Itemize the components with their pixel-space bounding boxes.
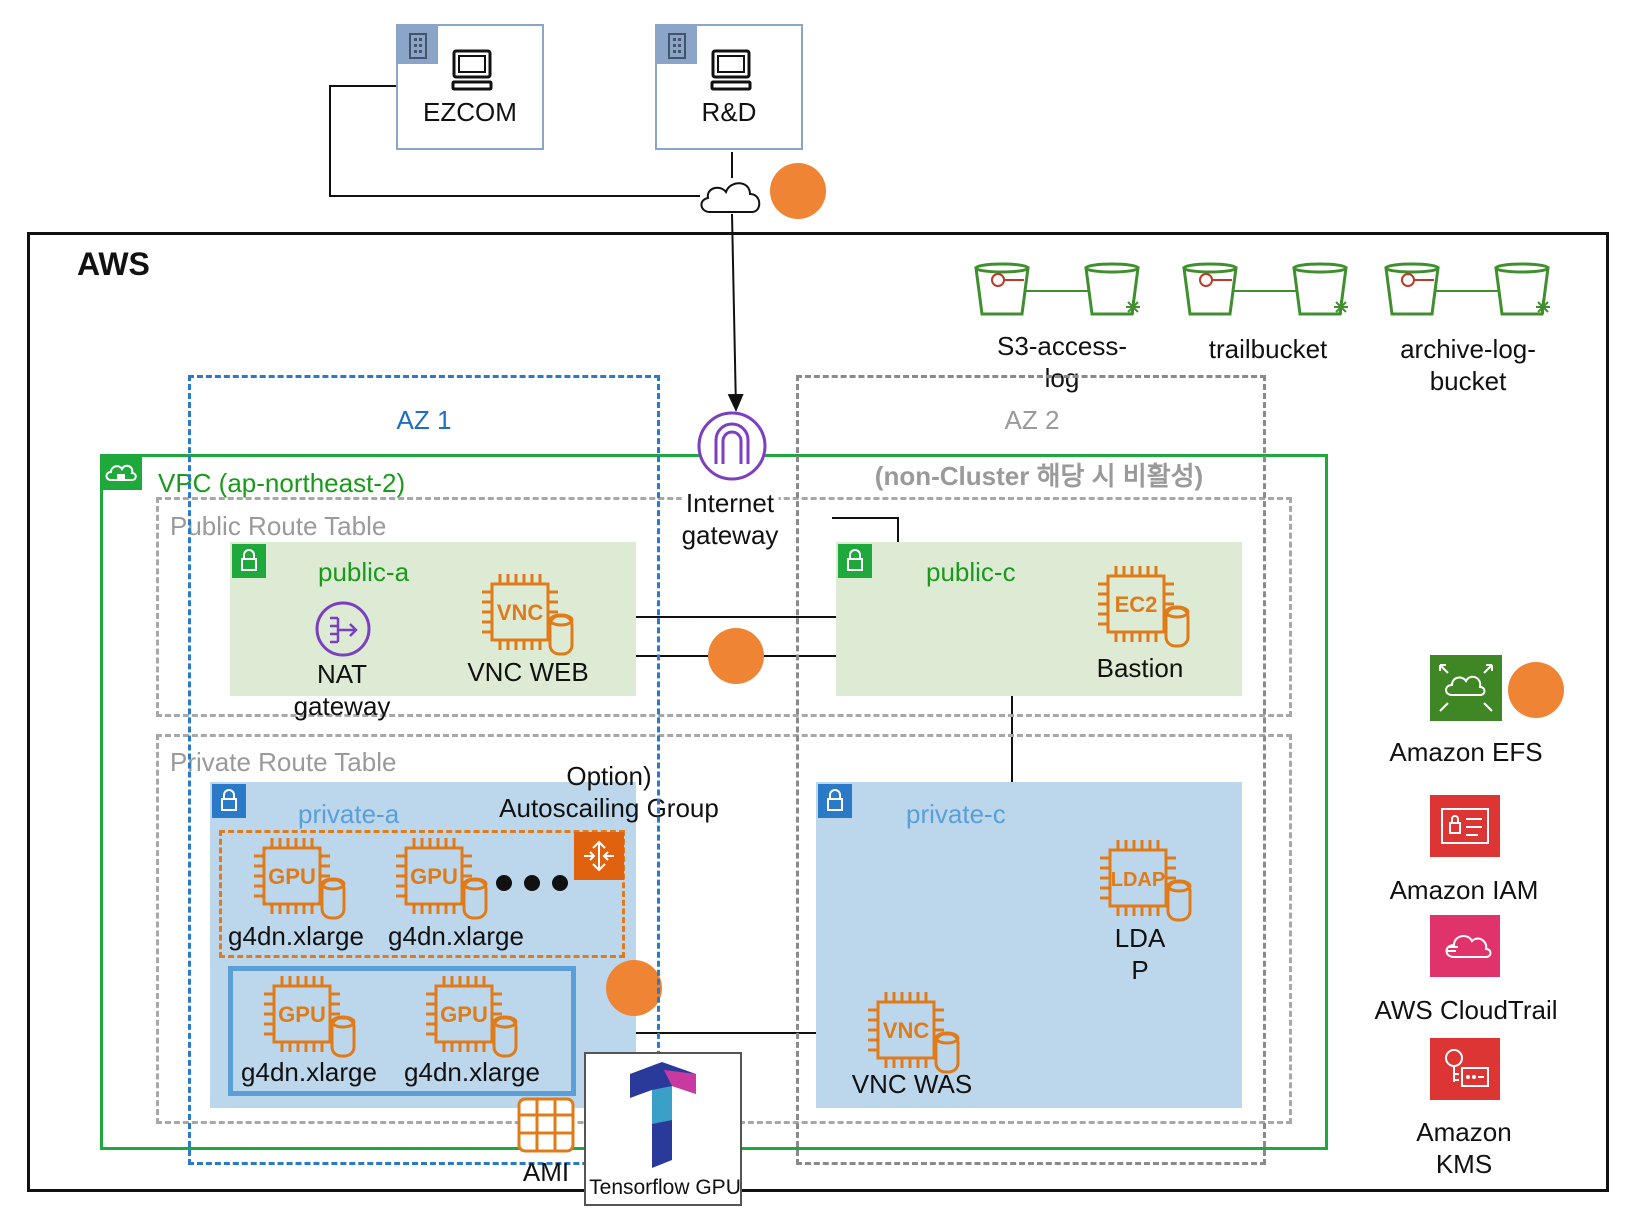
- status-dot: [708, 628, 764, 684]
- vnc-was-chip-icon[interactable]: VNC: [866, 990, 962, 1076]
- vnc-web-chip-icon[interactable]: VNC: [480, 572, 576, 658]
- office-ezcom[interactable]: EZCOM: [396, 24, 544, 150]
- office-label: R&D: [701, 97, 757, 127]
- kms-icon[interactable]: [1430, 1038, 1500, 1100]
- subnet-private-c[interactable]: [816, 782, 1242, 1108]
- static-instance-label: g4dn.xlarge: [404, 1057, 540, 1087]
- building-icon: [398, 26, 438, 64]
- asg-gpu-icon-1[interactable]: GPU: [252, 836, 348, 922]
- static-instance-group[interactable]: [228, 966, 576, 1096]
- ezcom-link-line: [329, 85, 700, 197]
- tensorflow-gpu-box[interactable]: Tensorflow GPU: [584, 1052, 742, 1206]
- subnet-public-c-label: public-c: [926, 557, 1016, 587]
- ldap-ec2-icon[interactable]: LDAP: [1098, 838, 1194, 924]
- ami-icon[interactable]: [516, 1096, 576, 1154]
- asg-instance-label: g4dn.xlarge: [228, 921, 364, 951]
- vnc-was-label: VNC WAS: [851, 1069, 973, 1099]
- iam-label: Amazon IAM: [1389, 875, 1539, 905]
- status-dot: [606, 960, 662, 1016]
- subnet-private-c-label: private-c: [906, 799, 1006, 829]
- svg-text:GPU: GPU: [268, 864, 316, 889]
- vnc-web-label: VNC WEB: [467, 657, 589, 687]
- asg-gpu-icon-2[interactable]: GPU: [394, 836, 490, 922]
- svg-text:VNC: VNC: [497, 600, 544, 625]
- svg-text:LDAP: LDAP: [1111, 869, 1165, 891]
- archive-log-bucket-label: archive-log-bucket: [1400, 334, 1536, 396]
- lock-icon: [818, 784, 852, 818]
- cloudtrail-icon[interactable]: [1430, 915, 1500, 977]
- svg-text:GPU: GPU: [440, 1002, 488, 1027]
- public-route-table-label: Public Route Table: [170, 511, 387, 541]
- trailbucket-icons: [1182, 262, 1348, 316]
- status-dot: [770, 163, 826, 219]
- tensorflow-logo-icon: [630, 1062, 696, 1168]
- computer-icon: [709, 48, 753, 92]
- svg-text:GPU: GPU: [278, 1002, 326, 1027]
- vpc-label: VPC (ap-northeast-2): [158, 468, 406, 498]
- computer-icon: [450, 48, 494, 92]
- az2-note: (non-Cluster 해당 시 비활성): [874, 461, 1204, 491]
- lock-icon: [232, 544, 266, 578]
- internet-cloud-icon: [700, 182, 761, 213]
- building-icon: [657, 26, 697, 64]
- bastion-label: Bastion: [1096, 653, 1184, 683]
- archive-log-bucket-icons: [1384, 262, 1550, 316]
- autoscaling-group[interactable]: [219, 830, 625, 958]
- internet-gateway-icon[interactable]: [696, 410, 768, 482]
- efs-icon[interactable]: [1430, 655, 1502, 721]
- aws-title: AWS: [77, 246, 150, 282]
- vpc-cloud-lock-icon: [100, 454, 142, 490]
- svg-text:VNC: VNC: [883, 1018, 930, 1043]
- subnet-private-a[interactable]: [210, 782, 636, 1108]
- bastion-ec2-icon[interactable]: EC2: [1096, 564, 1192, 650]
- static-gpu-icon-2[interactable]: GPU: [424, 974, 520, 1060]
- aws-boundary: [27, 232, 1609, 1192]
- iam-icon[interactable]: [1430, 795, 1500, 857]
- subnet-public-a-label: public-a: [318, 557, 410, 587]
- s3-access-log-label: S3-access-log: [996, 331, 1128, 393]
- private-route-table-label: Private Route Table: [170, 747, 397, 777]
- tensorflow-gpu-label: Tensorflow GPU: [589, 1176, 741, 1199]
- office-label: EZCOM: [423, 97, 517, 127]
- autoscaling-group-label: Option)Autoscailing Group: [499, 761, 719, 823]
- svg-text:EC2: EC2: [1115, 592, 1158, 617]
- az2-label: AZ 2: [1004, 405, 1060, 435]
- static-instance-label: g4dn.xlarge: [241, 1057, 377, 1087]
- autoscaling-icon: [574, 832, 624, 880]
- svg-text:GPU: GPU: [410, 864, 458, 889]
- az2-boundary: [796, 375, 1266, 1165]
- s3-access-log-icons: [974, 262, 1140, 316]
- az1-label: AZ 1: [396, 405, 452, 435]
- status-dot: [1508, 662, 1564, 718]
- static-gpu-icon-1[interactable]: GPU: [262, 974, 358, 1060]
- more-instances-ellipsis-icon: [496, 875, 568, 891]
- ami-label: AMI: [522, 1157, 570, 1187]
- subnet-private-a-label: private-a: [298, 799, 400, 829]
- lock-icon: [838, 544, 872, 578]
- nat-gateway-icon[interactable]: [314, 600, 372, 658]
- trailbucket-label: trailbucket: [1208, 334, 1328, 364]
- cloud-to-igw-line: [727, 213, 744, 412]
- office-rnd[interactable]: R&D: [655, 24, 803, 150]
- cloudtrail-label: AWS CloudTrail: [1374, 995, 1558, 1025]
- lock-icon: [212, 784, 246, 818]
- asg-instance-label: g4dn.xlarge: [388, 921, 524, 951]
- az1-boundary: [188, 375, 660, 1165]
- efs-label: Amazon EFS: [1389, 737, 1543, 767]
